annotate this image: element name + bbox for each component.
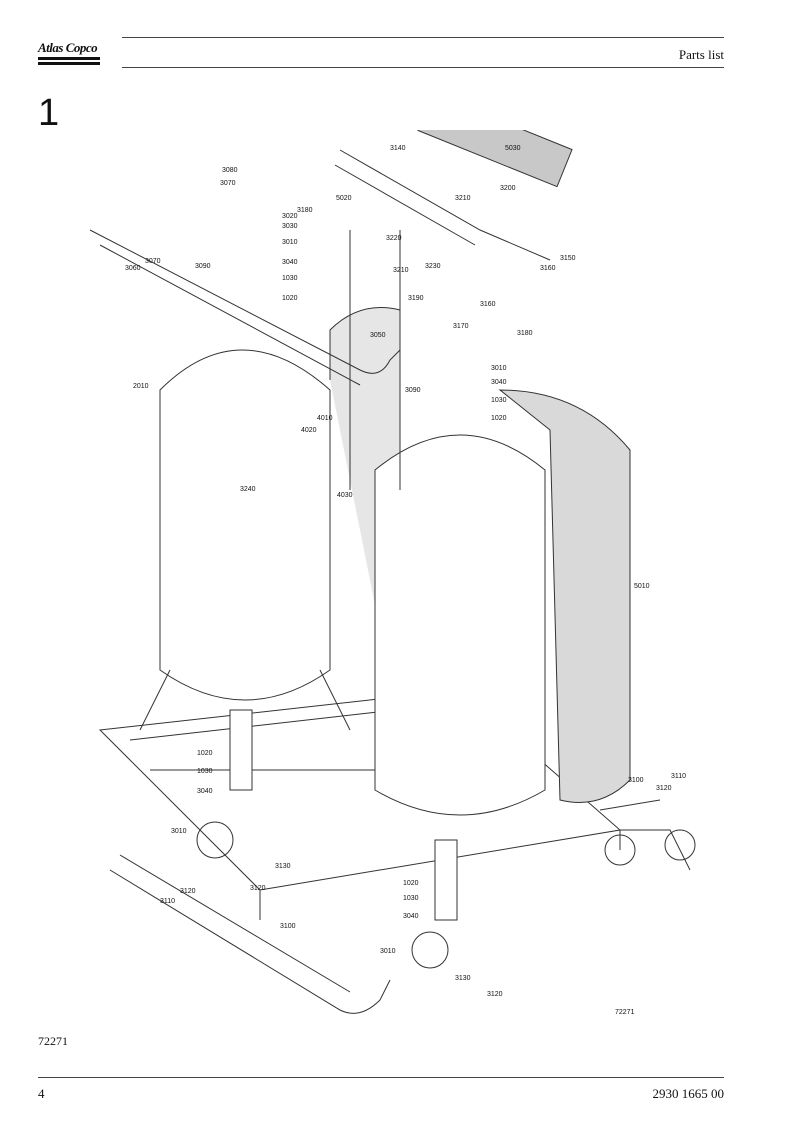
part-callout: 4020: [301, 427, 317, 434]
part-callout: 3130: [455, 975, 471, 982]
part-callout: 3010: [171, 828, 187, 835]
part-callout: 3110: [160, 898, 175, 905]
logo-bar: [38, 62, 100, 65]
part-callout: 3010: [380, 948, 396, 955]
drawing-id-label: 72271: [615, 1009, 635, 1016]
part-callout: 3060: [125, 265, 141, 272]
header-rule-top: [122, 37, 724, 38]
part-callout: 3180: [517, 330, 533, 337]
document-number: 2930 1665 00: [652, 1086, 725, 1101]
part-callout: 3130: [275, 863, 291, 870]
exploded-parts-drawing: 72271 3140 5030 3080 3070 3200 5020 3210 3020 30…: [89, 130, 696, 1016]
part-callout: 3150: [560, 255, 576, 262]
header-rule-bottom: [122, 67, 724, 68]
part-callout: 3140: [390, 145, 406, 152]
section-title: Parts list: [678, 47, 724, 62]
part-callout: 3090: [195, 263, 211, 270]
part-callout: 3100: [628, 777, 644, 784]
part-callout: 3120: [487, 991, 503, 998]
logo-text: Atlas Copco: [38, 40, 98, 55]
part-callout: 3120: [656, 785, 672, 792]
part-callout: 3170: [453, 323, 469, 330]
part-callout: 3160: [540, 265, 556, 272]
part-callout: 1030: [491, 397, 507, 404]
part-callout: 5020: [336, 195, 352, 202]
part-callout: 4010: [317, 415, 333, 422]
part-callout: 3230: [425, 263, 441, 270]
part-callout: 3180: [297, 207, 313, 214]
part-callout: 4030: [337, 492, 353, 499]
part-callout: 3160: [480, 301, 496, 308]
part-callout: 1030: [197, 768, 213, 775]
part-callout: 5010: [634, 583, 650, 590]
part-callout: 3200: [500, 185, 516, 192]
part-callout: 1020: [197, 750, 213, 757]
part-callout: 1030: [282, 275, 298, 282]
part-callout: 1020: [282, 295, 298, 302]
part-callout: 3050: [370, 332, 386, 339]
logo-bar: [38, 57, 100, 60]
part-callout: 3010: [282, 239, 298, 246]
part-callout: 3080: [222, 167, 238, 174]
footer-rule: [38, 1077, 724, 1078]
part-callout: 2010: [133, 383, 149, 390]
part-callout: 3210: [455, 195, 471, 202]
atlas-copco-logo: Atlas Copco: [38, 40, 100, 66]
part-callout: 3040: [491, 379, 507, 386]
page-number: 4: [38, 1086, 45, 1101]
part-callout: 3040: [282, 259, 298, 266]
part-callout: 3020: [282, 213, 298, 220]
part-callout: 3040: [403, 913, 419, 920]
part-callout: 1020: [403, 880, 419, 887]
part-callout: 3090: [405, 387, 421, 394]
part-callout: 3210: [393, 267, 409, 274]
part-callout: 1020: [491, 415, 507, 422]
part-callout: 3010: [491, 365, 507, 372]
part-callout: 5030: [505, 145, 521, 152]
part-callout: 3190: [408, 295, 424, 302]
part-callout: 3030: [282, 223, 298, 230]
part-callout: 3220: [386, 235, 402, 242]
part-callout: 3120: [250, 885, 266, 892]
part-callout: 3070: [145, 258, 161, 265]
part-callout: 3100: [280, 923, 296, 930]
figure-reference: 72271: [38, 1034, 68, 1048]
figure-number: 1: [38, 92, 60, 134]
part-callout: 3120: [180, 888, 196, 895]
part-callout: 3070: [220, 180, 236, 187]
part-callout: 3040: [197, 788, 213, 795]
part-callout: 3240: [240, 486, 256, 493]
part-callout: 1030: [403, 895, 419, 902]
part-callout: 3110: [671, 773, 686, 780]
